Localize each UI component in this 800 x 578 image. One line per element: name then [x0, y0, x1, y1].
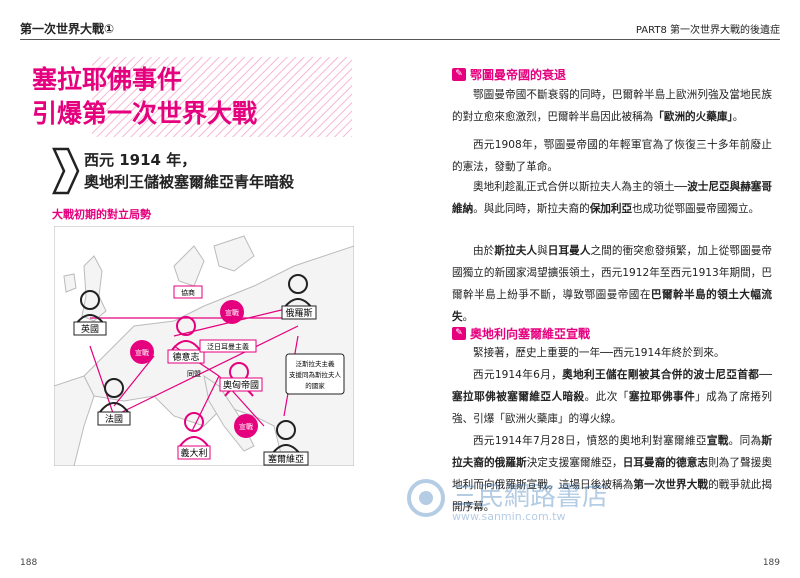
- chapter-title: 塞拉耶佛事件 引爆第一次世界大戰: [32, 57, 352, 137]
- page-number-left: 188: [20, 558, 38, 568]
- map-title: 大戰初期的對立局勢: [52, 208, 151, 221]
- russia-figure-icon: [283, 274, 313, 309]
- declare-war-badge: [130, 340, 154, 364]
- serbia-figure-icon: [271, 420, 301, 455]
- paragraph: 西元1914年6月，奧地利王儲在剛被其合併的波士尼亞首都──塞拉耶佛被塞爾維亞人…: [452, 369, 773, 425]
- label-panslav-1: 泛斯拉夫主義: [296, 359, 336, 368]
- country-figures: [75, 274, 313, 455]
- label-entente: 協商: [181, 288, 195, 297]
- watermark: 三民網路書店 www.sanmin.com.tw: [400, 472, 700, 532]
- label-austria: 奧匈帝國: [223, 379, 259, 391]
- declare-war-label-2: 宣戰: [135, 348, 149, 357]
- label-russia: 俄羅斯: [285, 307, 312, 319]
- running-header-right: PART8 第一次世界大戰的後遺症: [635, 25, 780, 36]
- declare-war-label-3: 宣戰: [239, 422, 253, 431]
- page-number-right: 189: [762, 558, 780, 568]
- declare-war-badge: [220, 300, 244, 324]
- declare-war-label-1: 宣戰: [225, 308, 239, 317]
- running-header-left: 第一次世界大戰①: [20, 22, 115, 36]
- paragraph: 西元1908年，鄂圖曼帝國的年輕軍官為了恢復三十多年前廢止的憲法，發動了革命。: [452, 139, 772, 173]
- europe-alliance-map: 英國 俄羅斯 法國 塞爾維亞 德意志 奧匈帝國 義大利 協商 同盟 泛日耳曼主義…: [54, 226, 354, 466]
- paragraph: 西元1914年7月28日，憤怒的奧地利對塞爾維亞宣戰。同為斯拉夫裔的俄羅斯決定支…: [452, 435, 773, 513]
- scroll-icon: ✎: [452, 327, 466, 340]
- section-heading-text: 鄂圖曼帝國的衰退: [470, 68, 567, 82]
- watermark-url: www.sanmin.com.tw: [452, 510, 566, 523]
- subtitle: 西元 1914 年， 奧地利王儲被塞爾維亞青年暗殺: [50, 147, 350, 197]
- relation-lines: [89, 305, 299, 432]
- watermark-text: 三民網路書店: [452, 482, 609, 512]
- section-heading-ottoman: ✎ 鄂圖曼帝國的衰退: [452, 66, 566, 83]
- subtitle-arrow-icon: [52, 147, 80, 195]
- declare-war-badge: [234, 414, 258, 438]
- label-serbia: 塞爾維亞: [268, 453, 304, 465]
- germany-figure-icon: [171, 316, 201, 351]
- britain-figure-icon: [75, 290, 105, 325]
- section-heading-declare: ✎ 奧地利向塞爾維亞宣戰: [452, 325, 590, 342]
- label-pangerman: 泛日耳曼主義: [207, 342, 249, 351]
- paragraph: 奧地利趁亂正式合併以斯拉夫人為主的領土──波士尼亞與赫塞哥維納。與此同時，斯拉夫…: [452, 181, 772, 215]
- label-france: 法國: [105, 413, 123, 425]
- title-hatch-background: [92, 57, 352, 137]
- italy-figure-icon: [179, 412, 209, 447]
- subtitle-line-2: 奧地利王儲被塞爾維亞青年暗殺: [84, 173, 295, 191]
- france-figure-icon: [99, 378, 129, 413]
- label-alliance: 同盟: [187, 370, 201, 378]
- paragraph: 鄂圖曼帝國不斷衰弱的同時，巴爾幹半島上歐洲列強及當地民族的對立愈來愈激烈，巴爾幹…: [452, 89, 772, 123]
- label-panslav-3: 的國家: [305, 381, 325, 390]
- label-germany: 德意志: [172, 351, 199, 363]
- title-line-2: 引爆第一次世界大戰: [32, 99, 258, 128]
- label-italy: 義大利: [180, 447, 207, 459]
- label-britain: 英國: [81, 323, 99, 335]
- header-rule: [20, 39, 780, 40]
- subtitle-line-1: 西元 1914 年，: [84, 151, 197, 169]
- paragraph: 由於斯拉夫人與日耳曼人之間的衝突愈發頻繁，加上從鄂圖曼帝國獨立的新國家渴望擴張領…: [452, 245, 773, 323]
- watermark-logo-icon: [407, 479, 445, 517]
- paragraph: 緊接著，歷史上重要的一年──西元1914年終於到來。: [473, 347, 725, 359]
- label-panslav-2: 支援同為斯拉夫人: [289, 370, 342, 379]
- title-line-1: 塞拉耶佛事件: [32, 65, 183, 94]
- scroll-icon: ✎: [452, 68, 466, 81]
- section-heading-text: 奧地利向塞爾維亞宣戰: [470, 327, 591, 341]
